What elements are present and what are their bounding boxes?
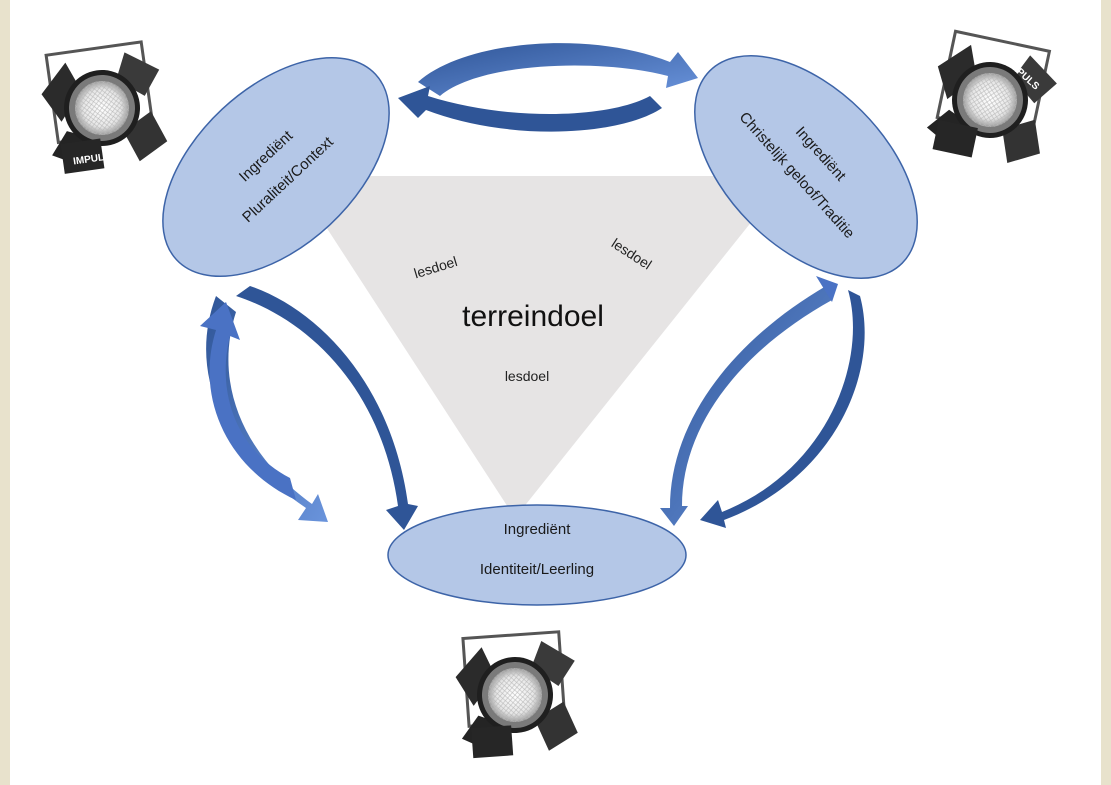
- spotlight-icon-top-right: IMPULS: [919, 27, 1065, 174]
- diagram-stage: Ingrediënt Pluraliteit/Context Ingrediën…: [10, 0, 1101, 785]
- diagram-canvas: Ingrediënt Pluraliteit/Context Ingrediën…: [34, 27, 1065, 771]
- node-leerling-line1: Ingrediënt: [504, 521, 572, 538]
- cycle-arrow-left: [200, 286, 418, 530]
- spotlight-label-top-left: IMPULS: [72, 151, 111, 167]
- spotlight-icon-bottom: IMPULS: [451, 629, 583, 771]
- cycle-arrow-right: [660, 276, 865, 528]
- node-traditie: Ingrediënt Christelijk geloof/Traditie: [694, 55, 918, 279]
- spotlight-label-bottom: IMPULS: [505, 757, 544, 771]
- goal-bottom: lesdoel: [505, 368, 549, 384]
- center-title: terreindoel: [462, 300, 604, 333]
- goal-triangle: [293, 176, 788, 518]
- spotlight-icon-top-left: IMPULS: [34, 38, 174, 177]
- node-leerling: Ingrediënt Identiteit/Leerling: [387, 504, 687, 606]
- cycle-arrow-top: [398, 43, 698, 132]
- node-context: Ingrediënt Pluraliteit/Context: [162, 56, 390, 278]
- node-leerling-line2: Identiteit/Leerling: [480, 561, 594, 578]
